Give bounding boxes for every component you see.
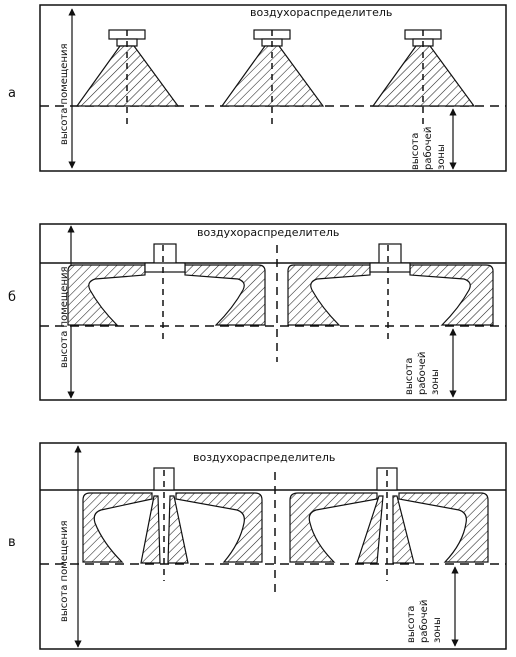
- air-jet-outer-left: [289, 492, 378, 563]
- work-zone-label-line: рабочей: [423, 127, 434, 170]
- diffuser-label: воздухораспределитель: [193, 451, 335, 464]
- room-outline: [39, 442, 507, 650]
- diffuser-label: воздухораспределитель: [250, 6, 392, 19]
- air-jet-outer-left: [82, 492, 153, 563]
- diffuser: [376, 467, 398, 491]
- work-zone-label-line: высота: [410, 133, 421, 170]
- air-jet-inner-left: [356, 495, 384, 564]
- air-jet-left: [287, 264, 371, 326]
- air-jet-outer-right: [175, 492, 263, 563]
- work-zone-label-line: зоны: [436, 144, 447, 170]
- panel-a: воздухораспределитель а высота помещения…: [8, 4, 507, 172]
- room-outline: [39, 4, 507, 172]
- work-zone-label-line: высота: [406, 606, 417, 643]
- room-outline: [39, 223, 507, 401]
- panel-letter: б: [8, 290, 16, 305]
- work-zone-label-line: рабочей: [417, 352, 428, 395]
- room-height-label: высота помещения: [59, 43, 70, 145]
- room-height-label: высота помещения: [59, 266, 70, 368]
- diffuser: [144, 243, 186, 273]
- air-jet-left: [67, 264, 146, 326]
- air-jet-right: [409, 264, 494, 326]
- air-jet-inner-right: [392, 495, 415, 564]
- air-jet-outer-right: [398, 492, 489, 563]
- work-zone-label-line: высота: [404, 358, 415, 395]
- air-jet-right: [184, 264, 266, 326]
- work-zone-label-line: зоны: [432, 617, 443, 643]
- panel-c: воздухораспределитель в высота помещения…: [8, 442, 507, 650]
- air-jet-inner-left: [140, 495, 161, 564]
- room-height-label: высота помещения: [59, 520, 70, 622]
- diffuser: [153, 467, 175, 491]
- air-jet-inner-right: [167, 495, 189, 564]
- panel-letter: а: [8, 86, 16, 101]
- work-zone-label-line: рабочей: [419, 600, 430, 643]
- panel-letter: в: [8, 535, 16, 550]
- diffuser-label: воздухораспределитель: [197, 226, 339, 239]
- work-zone-label-line: зоны: [430, 369, 441, 395]
- diffuser: [369, 243, 411, 273]
- panel-b: воздухораспределитель б высота помещения…: [8, 223, 507, 401]
